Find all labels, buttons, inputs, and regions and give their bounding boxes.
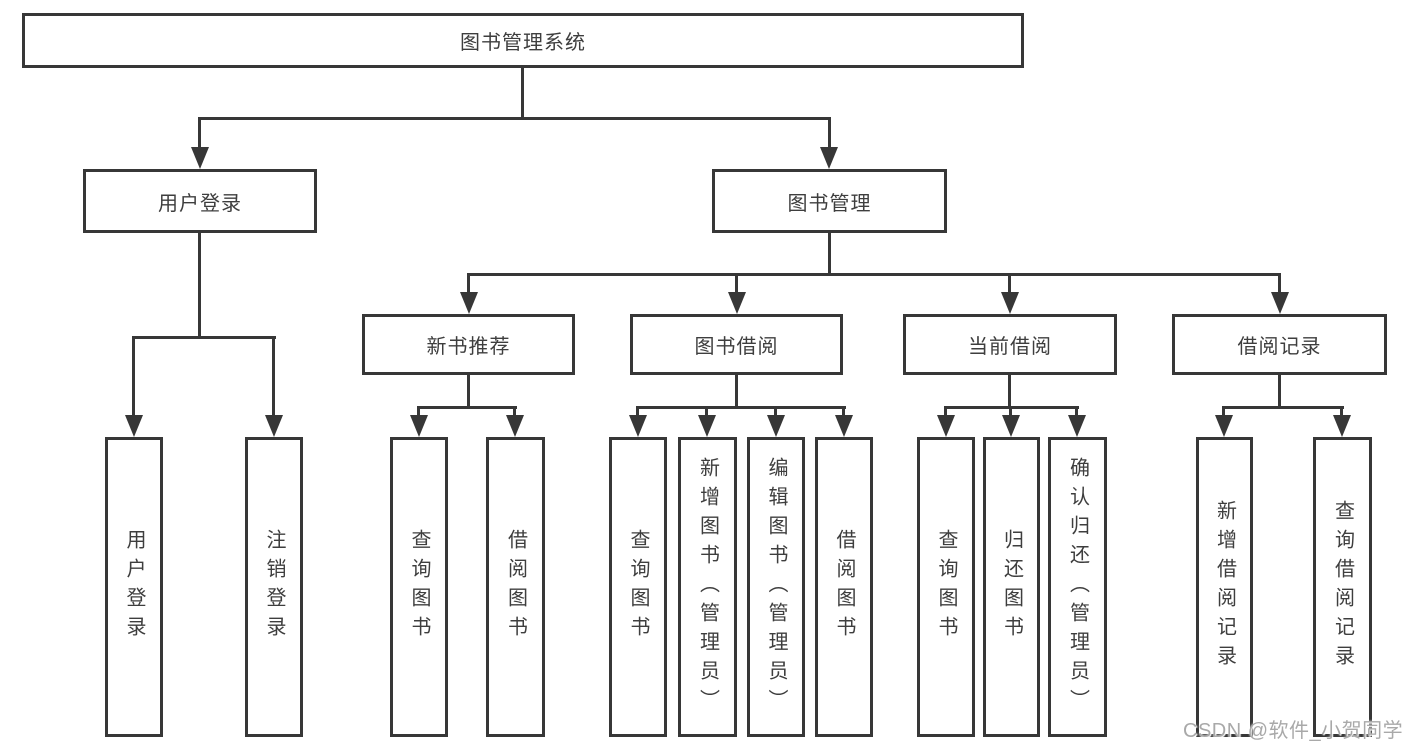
connector-drop-login-leaf bbox=[132, 336, 135, 416]
connector-drop-book-borrow bbox=[735, 273, 738, 293]
arrow-down-icon bbox=[820, 147, 838, 169]
connector-drop-leaf bbox=[774, 406, 777, 416]
arrow-down-icon bbox=[506, 415, 524, 437]
leaf-newbook-query-books: 查询图书 bbox=[390, 437, 448, 737]
arrow-down-icon bbox=[460, 292, 478, 314]
connector-drop-leaf bbox=[1075, 406, 1078, 416]
leaf-return-books: 归还图书 bbox=[983, 437, 1040, 737]
leaf-query-borrow-record: 查询借阅记录 bbox=[1313, 437, 1372, 737]
node-borrowing-records-label: 借阅记录 bbox=[1237, 336, 1322, 358]
leaf-edit-books-admin: 编辑图书（管理员） bbox=[747, 437, 805, 737]
connector-borrowrecords-bus bbox=[1222, 406, 1344, 409]
connector-drop-leaf bbox=[944, 406, 947, 416]
node-new-book-recommend-label: 新书推荐 bbox=[426, 336, 511, 358]
connector-drop-leaf bbox=[1222, 406, 1225, 416]
connector-drop-leaf bbox=[842, 406, 845, 416]
node-new-book-recommend: 新书推荐 bbox=[362, 314, 575, 375]
connector-drop-leaf bbox=[417, 406, 420, 416]
connector-drop-user-login bbox=[198, 117, 201, 148]
node-library-system-label: 图书管理系统 bbox=[460, 32, 586, 54]
arrow-down-icon bbox=[835, 415, 853, 437]
leaf-user-login-label: 用户登录 bbox=[123, 529, 145, 645]
connector-drop-leaf bbox=[1340, 406, 1343, 416]
arrow-down-icon bbox=[1215, 415, 1233, 437]
leaf-edit-books-admin-label: 编辑图书（管理员） bbox=[765, 456, 787, 718]
leaf-borrowing-borrow-books-label: 借阅图书 bbox=[833, 529, 855, 645]
arrow-down-icon bbox=[1001, 292, 1019, 314]
connector-drop-leaf bbox=[636, 406, 639, 416]
leaf-newbook-query-books-label: 查询图书 bbox=[408, 529, 430, 645]
connector-newbook-stub bbox=[467, 375, 470, 409]
arrow-down-icon bbox=[265, 415, 283, 437]
connector-root-stub bbox=[521, 68, 524, 120]
node-book-management-label: 图书管理 bbox=[787, 192, 872, 215]
arrow-down-icon bbox=[728, 292, 746, 314]
connector-bookmgmt-stub bbox=[828, 233, 831, 275]
arrow-down-icon bbox=[629, 415, 647, 437]
arrow-down-icon bbox=[1068, 415, 1086, 437]
connector-bookmgmt-bus bbox=[467, 273, 1281, 276]
node-book-borrowing-label: 图书借阅 bbox=[694, 336, 779, 358]
connector-newbook-bus bbox=[418, 406, 517, 409]
arrow-down-icon bbox=[1271, 292, 1289, 314]
node-current-borrowing-label: 当前借阅 bbox=[968, 336, 1052, 358]
leaf-borrowing-query-books-label: 查询图书 bbox=[627, 529, 649, 645]
arrow-down-icon bbox=[125, 415, 143, 437]
arrow-down-icon bbox=[191, 147, 209, 169]
node-library-system: 图书管理系统 bbox=[22, 13, 1024, 68]
arrow-down-icon bbox=[1333, 415, 1351, 437]
leaf-add-books-admin-label: 新增图书（管理员） bbox=[696, 456, 719, 718]
leaf-confirm-return-admin: 确认归还（管理员） bbox=[1048, 437, 1107, 737]
connector-drop-leaf bbox=[705, 406, 708, 416]
arrow-down-icon bbox=[698, 415, 716, 437]
leaf-confirm-return-admin-label: 确认归还（管理员） bbox=[1066, 456, 1089, 718]
connector-drop-book-mgmt bbox=[828, 117, 831, 148]
connector-drop-logout-leaf bbox=[272, 336, 275, 416]
leaf-return-books-label: 归还图书 bbox=[1000, 529, 1023, 645]
leaf-current-query-books: 查询图书 bbox=[917, 437, 975, 737]
leaf-user-login: 用户登录 bbox=[105, 437, 163, 737]
node-current-borrowing: 当前借阅 bbox=[903, 314, 1117, 375]
leaf-current-query-books-label: 查询图书 bbox=[935, 529, 957, 645]
leaf-borrowing-query-books: 查询图书 bbox=[609, 437, 667, 737]
connector-userlogin-bus bbox=[133, 336, 276, 339]
connector-borrowrecords-stub bbox=[1278, 375, 1281, 409]
arrow-down-icon bbox=[1002, 415, 1020, 437]
leaf-query-borrow-record-label: 查询借阅记录 bbox=[1331, 500, 1354, 674]
watermark: CSDN @软件_小贺同学 bbox=[1183, 720, 1404, 742]
connector-drop-leaf bbox=[513, 406, 516, 416]
node-user-login: 用户登录 bbox=[83, 169, 317, 233]
leaf-borrowing-borrow-books: 借阅图书 bbox=[815, 437, 873, 737]
leaf-newbook-borrow-books-label: 借阅图书 bbox=[504, 529, 527, 645]
connector-bookborrow-stub bbox=[735, 375, 738, 409]
leaf-logout: 注销登录 bbox=[245, 437, 303, 737]
node-user-login-label: 用户登录 bbox=[158, 192, 242, 215]
connector-drop-new-books bbox=[467, 273, 470, 293]
node-book-borrowing: 图书借阅 bbox=[630, 314, 843, 375]
leaf-add-borrow-record-label: 新增借阅记录 bbox=[1213, 500, 1236, 674]
node-borrowing-records: 借阅记录 bbox=[1172, 314, 1387, 375]
connector-bookborrow-bus bbox=[636, 406, 846, 409]
leaf-logout-label: 注销登录 bbox=[263, 529, 285, 645]
connector-drop-current-borrow bbox=[1008, 273, 1011, 293]
connector-root-bus bbox=[198, 117, 831, 120]
connector-userlogin-stub bbox=[198, 233, 201, 339]
connector-drop-leaf bbox=[1009, 406, 1012, 416]
node-book-management: 图书管理 bbox=[712, 169, 947, 233]
leaf-add-books-admin: 新增图书（管理员） bbox=[678, 437, 737, 737]
connector-currentborrow-stub bbox=[1008, 375, 1011, 409]
arrow-down-icon bbox=[937, 415, 955, 437]
connector-drop-borrow-records bbox=[1278, 273, 1281, 293]
arrow-down-icon bbox=[767, 415, 785, 437]
leaf-add-borrow-record: 新增借阅记录 bbox=[1196, 437, 1253, 737]
leaf-newbook-borrow-books: 借阅图书 bbox=[486, 437, 545, 737]
arrow-down-icon bbox=[410, 415, 428, 437]
